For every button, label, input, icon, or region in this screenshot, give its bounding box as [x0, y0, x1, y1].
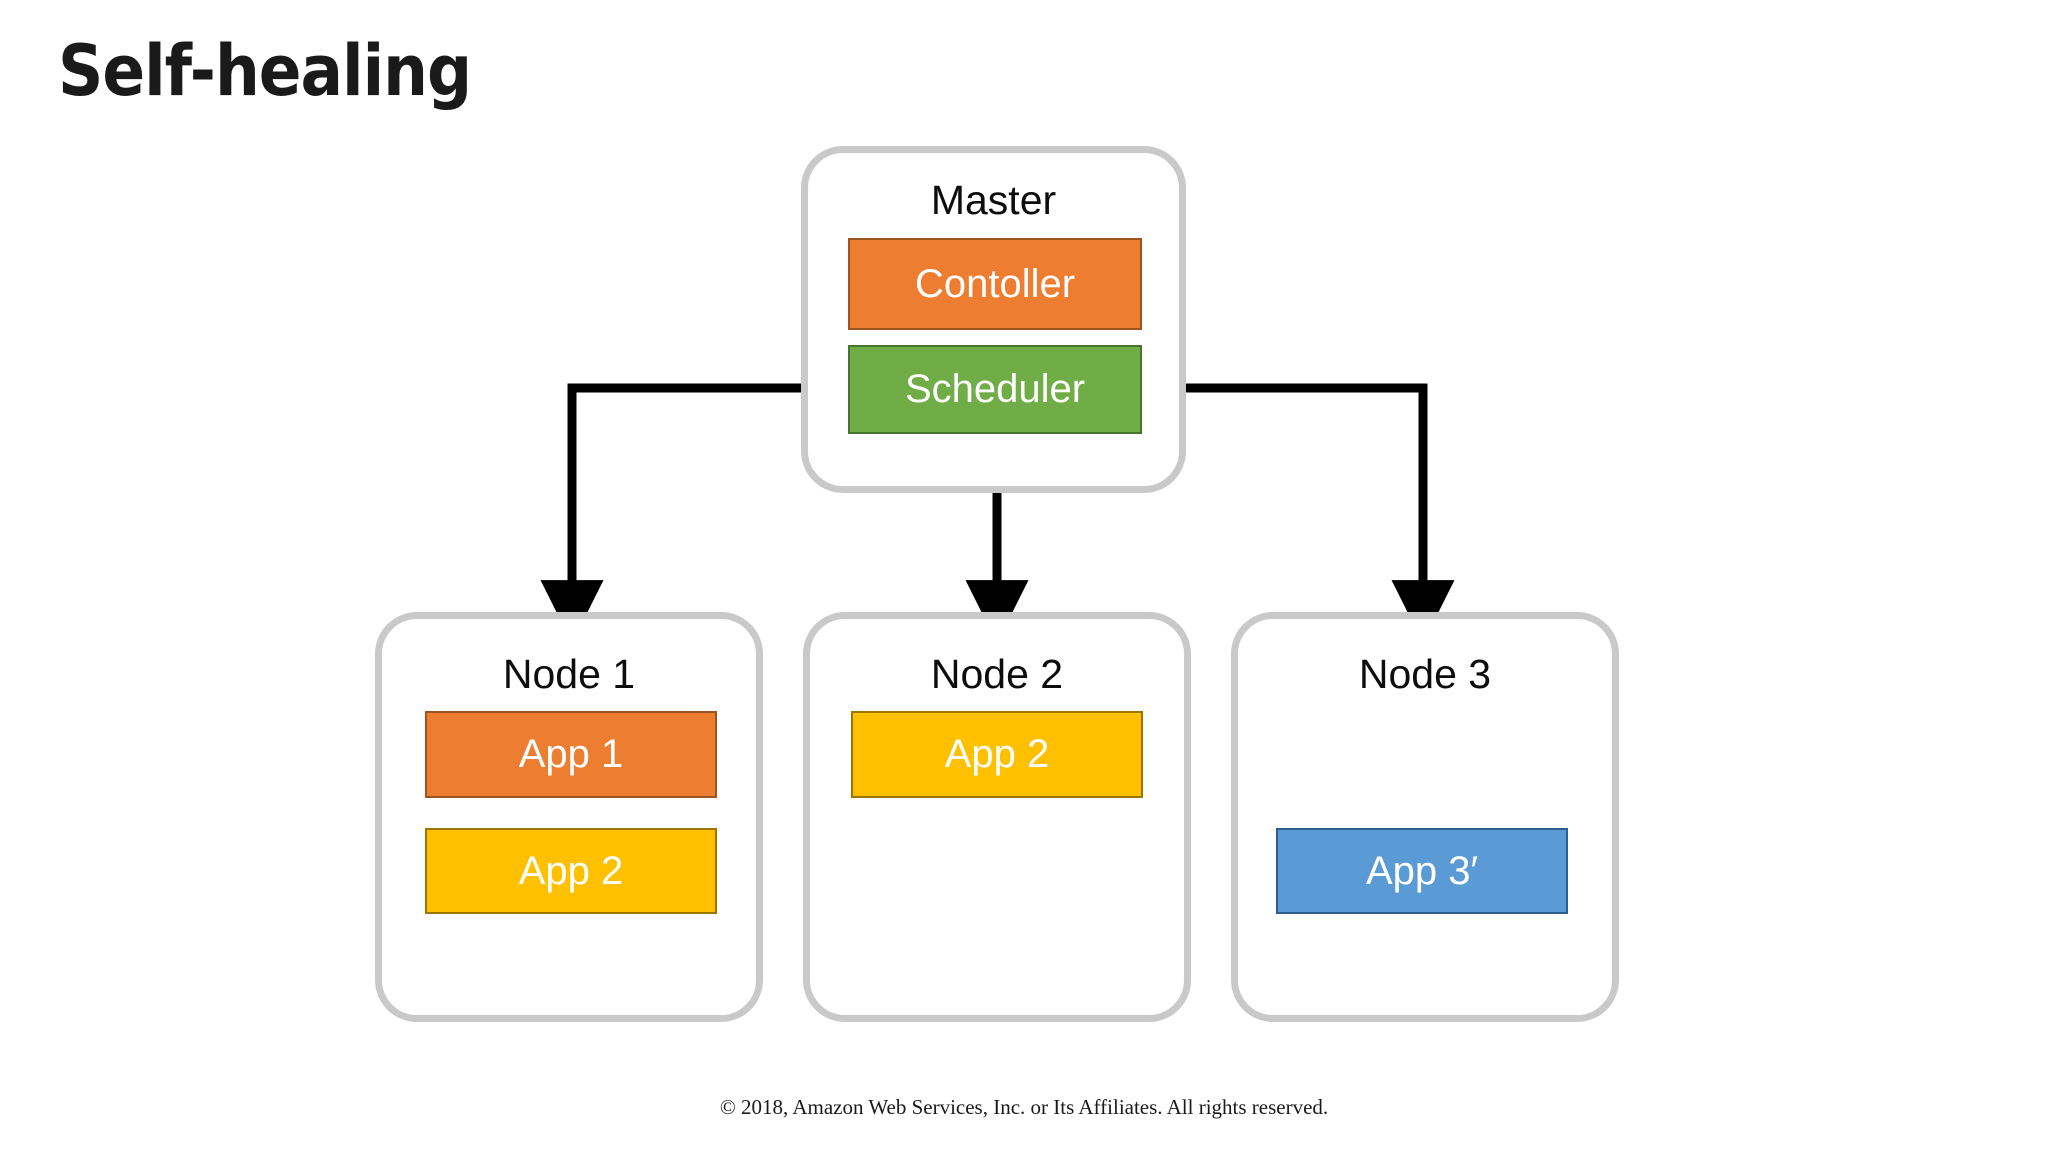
node-label-1: Node 1	[502, 651, 636, 697]
app-label-node1-app1: App 1	[518, 732, 624, 776]
app-label-node3-app3prime: App 3′	[1365, 848, 1479, 893]
component-scheduler-label: Scheduler	[904, 367, 1086, 411]
page-title: Self-healing	[58, 30, 472, 112]
node-container-3[interactable]: Node 3	[1231, 612, 1619, 1022]
app-box-node1-app1[interactable]: App 1	[425, 711, 717, 798]
component-scheduler[interactable]: Scheduler	[848, 345, 1142, 434]
app-label-node2-app2: App 2	[944, 732, 1050, 776]
node-container-1[interactable]: Node 1	[375, 612, 763, 1022]
copyright-footer: © 2018, Amazon Web Services, Inc. or Its…	[719, 1095, 1329, 1119]
node-label-3: Node 3	[1358, 651, 1492, 697]
app-box-node2-app2[interactable]: App 2	[851, 711, 1143, 798]
master-label: Master	[930, 177, 1057, 223]
component-controller-label: Contoller	[914, 261, 1076, 306]
app-box-node1-app2[interactable]: App 2	[425, 828, 717, 914]
node-label-2: Node 2	[930, 651, 1064, 697]
app-box-node3-app3prime[interactable]: App 3′	[1276, 828, 1568, 914]
component-controller[interactable]: Contoller	[848, 238, 1142, 330]
app-label-node1-app2: App 2	[518, 848, 624, 893]
node-container-2[interactable]: Node 2	[803, 612, 1191, 1022]
